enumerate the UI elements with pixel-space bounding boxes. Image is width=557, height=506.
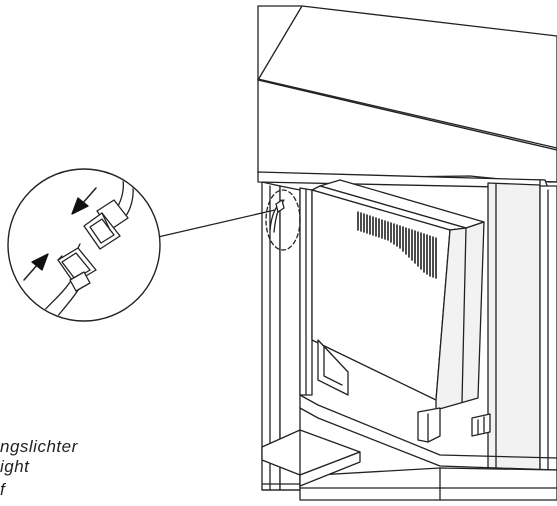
connection-marker-ellipse (265, 189, 301, 251)
caption-line-3: f (0, 480, 6, 499)
floor (299, 394, 557, 501)
connector-socket-icon (83, 199, 129, 250)
arrow-down-icon (71, 187, 97, 215)
connector-plug-icon (57, 243, 97, 292)
ceiling-board (257, 5, 557, 151)
cable-on-wall (265, 189, 301, 251)
callout-leader-line (157, 209, 276, 238)
detail-circle (7, 168, 161, 322)
wing-nut (471, 413, 491, 437)
caption-line-2: ight (0, 457, 30, 476)
bench-step (261, 429, 361, 487)
right-column (487, 182, 557, 479)
sauna-heater (311, 179, 491, 443)
left-wall-panel (261, 181, 301, 491)
heater-vent-grille (357, 211, 437, 279)
caption-line-1: ngslichter (0, 437, 78, 456)
arrow-up-icon (23, 253, 49, 281)
rear-pillar (299, 187, 313, 396)
